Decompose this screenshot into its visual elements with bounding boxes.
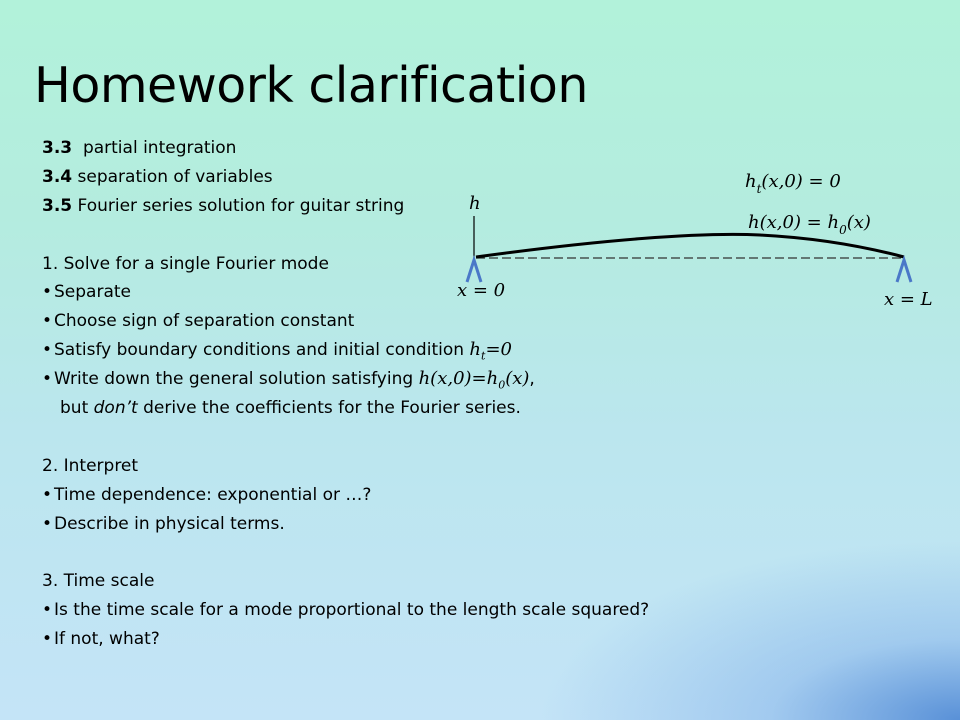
section-number: 3.5: [42, 195, 73, 216]
section-3-5: 3.5 Fourier series solution for guitar s…: [42, 192, 762, 221]
part1-bullet-boundary: •Satisfy boundary conditions and initial…: [42, 339, 512, 363]
label-xL: x = L: [884, 289, 933, 310]
section-text: partial integration: [82, 138, 237, 158]
left-support: [465, 255, 483, 283]
slide-content: 3.3 partial integration 3.4 separation o…: [42, 134, 762, 654]
part2-heading: 2. Interpret: [42, 455, 139, 476]
label-ht: ht(x,0) = 0: [745, 171, 841, 196]
part3-bullet-proportional: •Is the time scale for a mode proportion…: [42, 600, 650, 621]
section-number: 3.3: [42, 138, 73, 158]
section-text: Fourier series solution for guitar strin…: [77, 195, 405, 216]
section-text: separation of variables: [77, 166, 273, 187]
part2-bullet-time: •Time dependence: exponential or …?: [42, 484, 372, 505]
label-h0: h(x,0) = h0(x): [748, 212, 871, 237]
section-3-4: 3.4 separation of variables: [42, 163, 762, 192]
h-axis-label: h: [469, 193, 481, 214]
part2-bullet-physical: •Describe in physical terms.: [42, 513, 285, 534]
part1-heading: 1. Solve for a single Fourier mode: [42, 253, 329, 274]
section-number: 3.4: [42, 166, 73, 187]
part1-bullet-sign: •Choose sign of separation constant: [42, 311, 355, 332]
label-x0: x = 0: [457, 280, 505, 301]
math-h0: h(x,0)=h0(x): [418, 368, 530, 392]
section-3-3: 3.3 partial integration: [42, 134, 762, 163]
part1-bullet-general: •Write down the general solution satisfy…: [42, 368, 535, 392]
part1-bullet-separate: •Separate: [42, 282, 131, 303]
slide-title: Homework clarification: [34, 57, 588, 114]
part3-heading: 3. Time scale: [42, 571, 155, 592]
right-support: [895, 255, 913, 283]
part3-bullet-ifnot: •If not, what?: [42, 629, 160, 650]
string-curve: [475, 232, 905, 259]
math-ht: ht=0: [469, 339, 512, 363]
part1-continuation: but don’t derive the coefficients for th…: [60, 398, 521, 419]
